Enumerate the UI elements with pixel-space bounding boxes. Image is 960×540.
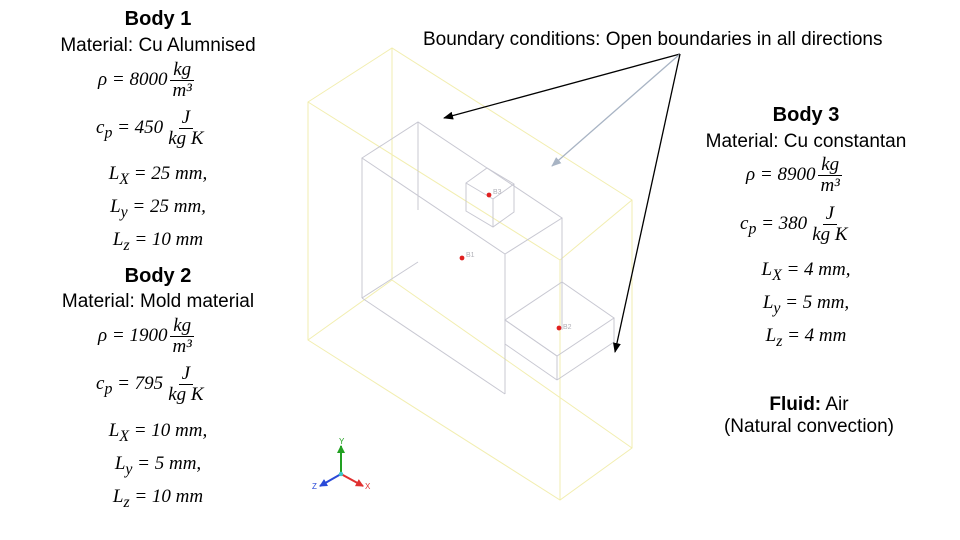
body3-dims: LX = 4 mm, Ly = 5 mm, Lz = 4 mm: [708, 256, 904, 354]
axis-x-label: X: [365, 482, 371, 491]
body2-cp-lhs: c: [96, 372, 105, 394]
body3-cp-den: kg K: [812, 223, 848, 245]
probe-b1: B1: [459, 252, 475, 261]
body3-title: Body 3: [772, 104, 840, 126]
probe-b3-dot: [486, 192, 492, 198]
body1-lx: LX = 25 mm,: [108, 163, 208, 188]
body1-cp-den: kg K: [168, 127, 204, 149]
body3-cp-lhs: c: [740, 212, 749, 234]
fluid-label-value: Air: [821, 394, 849, 415]
probe-b1-label: B1: [466, 252, 475, 259]
body1-cp-val: = 450: [112, 116, 164, 138]
axis-x-arrow: [340, 473, 364, 487]
arrow-to-left-face: [443, 53, 681, 120]
body3-density-num: kg: [818, 155, 843, 176]
body2-cp-val: = 795: [112, 372, 164, 394]
arrow-to-top-face: [551, 53, 681, 167]
body1-cp-lhs: c: [96, 116, 105, 138]
body2-title: Body 2: [124, 265, 192, 287]
boundary-arrows: [443, 53, 681, 353]
body2-lx: LX = 10 mm,: [108, 420, 208, 445]
body2-material: Material: Mold material: [61, 291, 255, 312]
body2-density-den: m³: [172, 335, 192, 357]
body1-title: Body 1: [124, 8, 192, 30]
body1-density-den: m³: [172, 79, 192, 101]
axis-z-arrow: [319, 473, 342, 487]
probe-b2: B2: [556, 324, 572, 331]
probe-b2-label: B2: [563, 324, 572, 331]
fluid-label-key: Fluid:: [769, 394, 822, 415]
body1-ly: Ly = 25 mm,: [110, 195, 206, 221]
body3-lz: Lz = 4 mm: [765, 324, 847, 350]
body3-lx: LX = 4 mm,: [761, 259, 851, 284]
body2-lz: Lz = 10 mm: [112, 485, 204, 511]
probe-b1-dot: [459, 255, 465, 261]
body3-material: Material: Cu constantan: [705, 131, 907, 152]
body1-cp-sub: p: [104, 124, 113, 142]
body1-dims: LX = 25 mm, Ly = 25 mm, Lz = 10 mm: [60, 160, 256, 258]
body1-density-lhs: ρ = 8000: [98, 68, 168, 90]
body2-dims: LX = 10 mm, Ly = 5 mm, Lz = 10 mm: [60, 417, 256, 515]
body3-cp-num: J: [822, 204, 838, 225]
domain-box: [307, 47, 633, 501]
body2-wireframe: [504, 281, 615, 381]
fluid-label: Fluid: Air (Natural convection): [700, 394, 918, 438]
probe-b3-label: B3: [493, 189, 502, 196]
axis-origin: [338, 471, 344, 477]
body2-cp-den: kg K: [168, 383, 204, 405]
body2-density-num: kg: [170, 316, 195, 337]
arrow-to-right-face: [613, 53, 681, 353]
body2-ly: Ly = 5 mm,: [114, 452, 202, 478]
body3-cp-sub: p: [748, 220, 757, 238]
axis-triad: Y X Z: [312, 437, 371, 491]
body2-density-lhs: ρ = 1900: [98, 324, 168, 346]
probe-b3: B3: [486, 189, 502, 198]
body3-ly: Ly = 5 mm,: [762, 291, 850, 317]
body2-cp-num: J: [178, 364, 194, 385]
body1-density-num: kg: [170, 60, 195, 81]
body3-density-den: m³: [820, 174, 840, 196]
boundary-conditions-label: Boundary conditions: Open boundaries in …: [423, 29, 883, 50]
body3-density-lhs: ρ = 8900: [746, 163, 816, 185]
body3-wireframe: [465, 167, 515, 228]
axis-z-label: Z: [312, 482, 317, 491]
axis-y-label: Y: [339, 437, 345, 446]
probe-b2-dot: [556, 325, 562, 331]
body1-material: Material: Cu Alumnised: [60, 35, 256, 56]
body2-cp-sub: p: [104, 380, 113, 398]
body1-lz: Lz = 10 mm: [112, 228, 204, 254]
body3-cp-val: = 380: [756, 212, 808, 234]
fluid-note: (Natural convection): [723, 416, 895, 437]
body1-cp-num: J: [178, 108, 194, 129]
body1-wireframe: [361, 121, 563, 395]
